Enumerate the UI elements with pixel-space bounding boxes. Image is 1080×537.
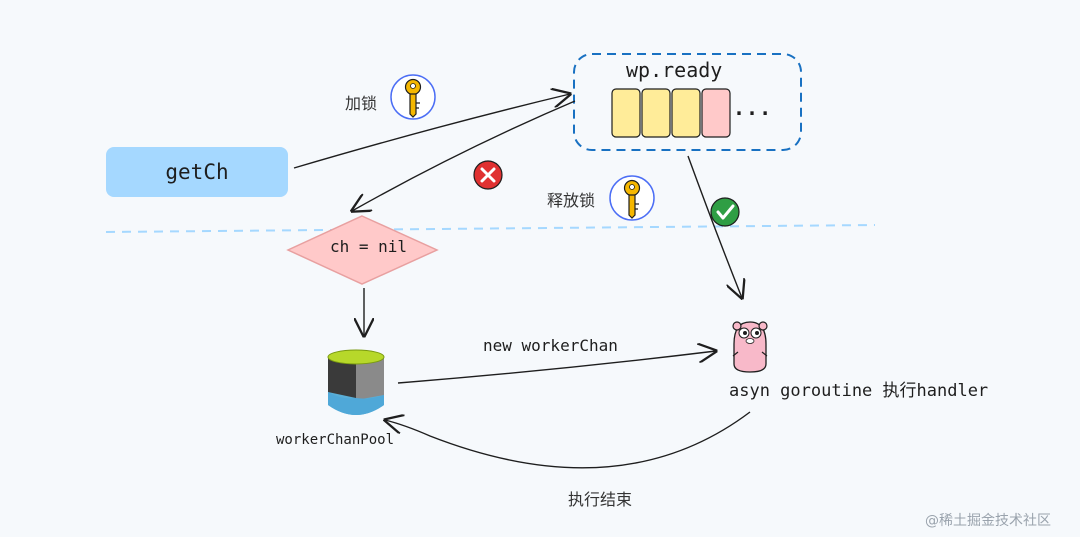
key-icon (390, 74, 436, 120)
new-workerchan-label: new workerChan (483, 336, 618, 355)
watermark: @稀土掘金技术社区 (925, 513, 1051, 529)
arrow-getch-to-ready (293, 94, 570, 169)
decision-diamond (286, 215, 439, 285)
unlock-label: 释放锁 (547, 191, 596, 210)
queue-slot (671, 88, 701, 138)
success-check-icon (710, 197, 740, 227)
decision-label: ch = nil (330, 237, 408, 256)
queue-slot (641, 88, 671, 138)
goroutine-label: asyn goroutine 执行handler (729, 381, 989, 401)
key-icon (609, 175, 655, 221)
layer-separator (105, 224, 876, 233)
arrow-ready-to-goroutine (687, 155, 742, 298)
done-label: 执行结束 (568, 490, 633, 509)
arrow-ready-to-decision (352, 100, 576, 211)
queue-slot (611, 88, 641, 138)
queue-slot (701, 88, 731, 138)
gopher-icon (732, 321, 768, 373)
worker-pool-bucket-icon (327, 349, 385, 415)
pool-label: workerChanPool (276, 432, 395, 448)
queue-ellipsis: ... (733, 96, 773, 120)
arrow-pool-to-goroutine (397, 351, 716, 384)
ready-queue-title: wp.ready (626, 58, 723, 82)
getch-node: getCh (106, 147, 288, 197)
arrow-goroutine-to-pool (385, 411, 751, 469)
fail-x-icon (473, 160, 503, 190)
lock-label: 加锁 (345, 94, 378, 113)
getch-label: getCh (165, 160, 229, 184)
